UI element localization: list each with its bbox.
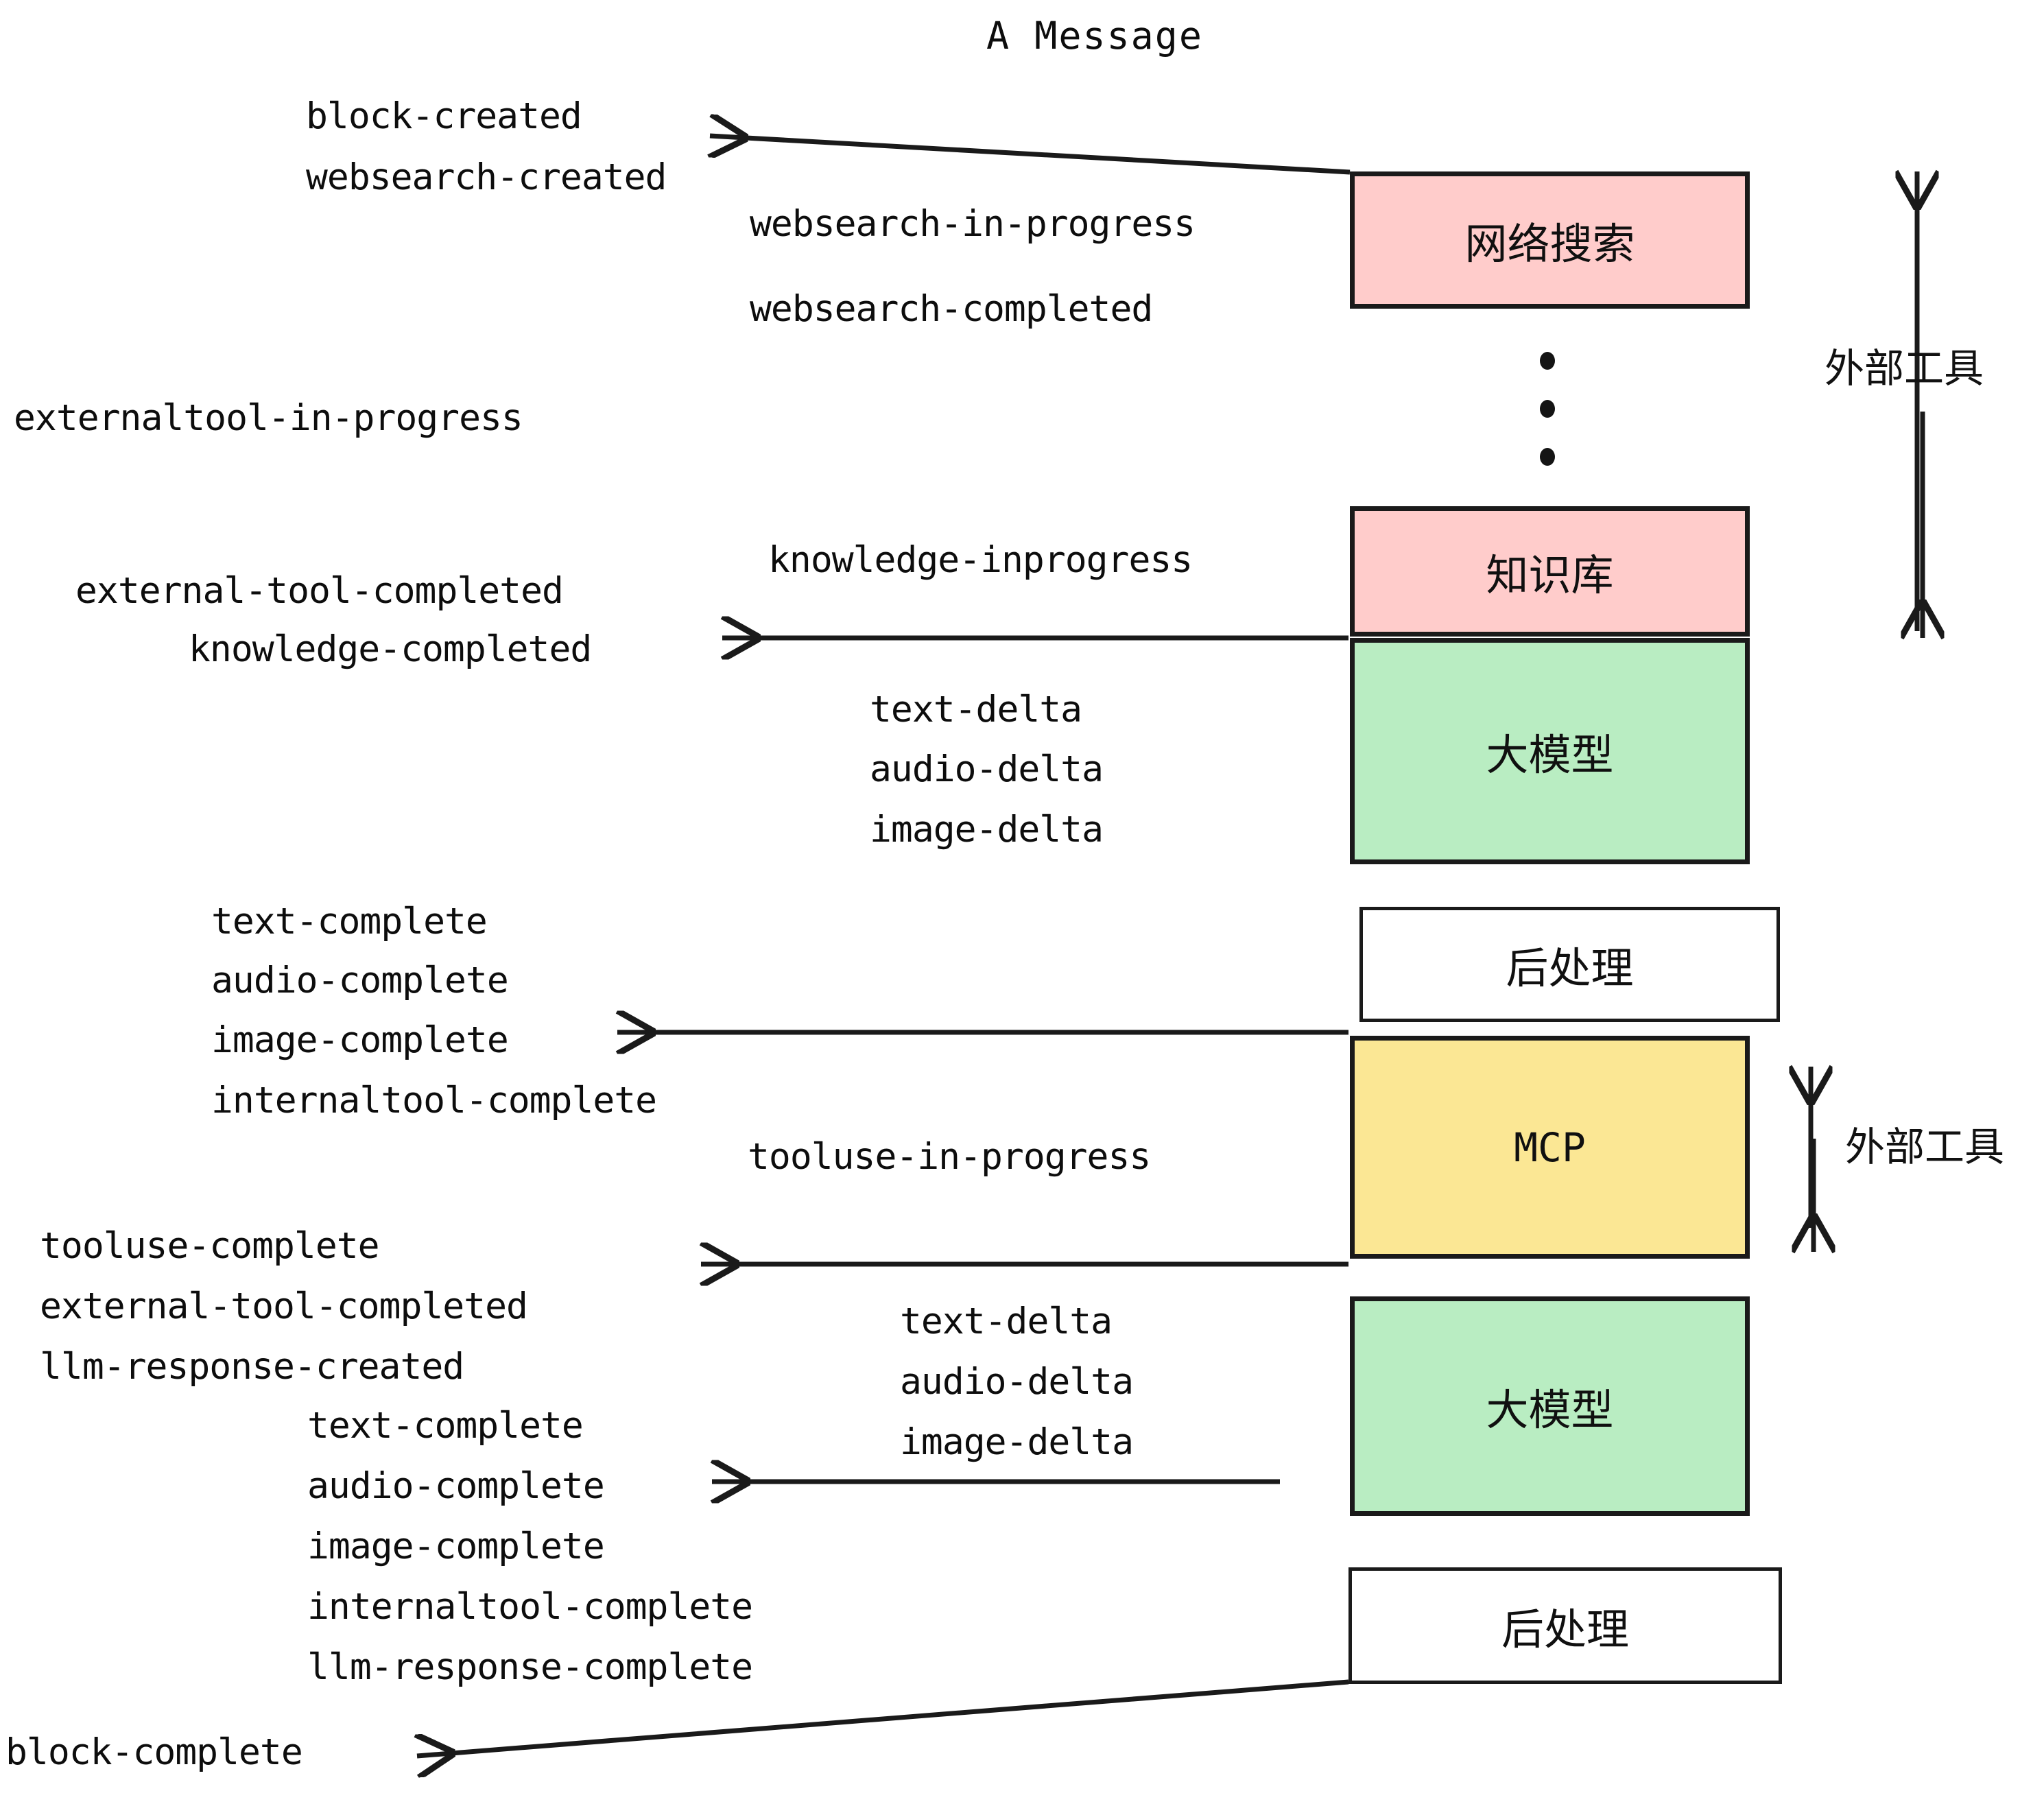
event-block-created: block-created — [306, 95, 582, 137]
event-websearch-completed: websearch-completed — [750, 288, 1153, 330]
arrow-websearch-to-created — [710, 136, 1351, 175]
event-audio-complete-1: audio-complete — [211, 960, 509, 1001]
event-image-complete-2: image-complete — [307, 1526, 605, 1567]
event-text-delta-1: text-delta — [870, 689, 1082, 731]
node-websearch[interactable]: 网络搜索 — [1350, 171, 1750, 309]
event-internaltool-complete-1: internaltool-complete — [211, 1080, 657, 1121]
node-knowledge[interactable]: 知识库 — [1350, 506, 1750, 637]
event-text-complete-1: text-complete — [211, 901, 488, 942]
event-external-tool-completed-2: external-tool-completed — [40, 1285, 528, 1327]
node-postprocess-1[interactable]: 后处理 — [1359, 907, 1780, 1022]
event-llm-response-complete: llm-response-complete — [307, 1646, 753, 1688]
side-label-external-tools-top: 外部工具 — [1825, 345, 1984, 392]
event-external-tool-completed-1: external-tool-completed — [75, 570, 564, 612]
node-postprocess-2[interactable]: 后处理 — [1348, 1567, 1782, 1684]
node-llm-1[interactable]: 大模型 — [1350, 638, 1750, 864]
event-audio-complete-2: audio-complete — [307, 1465, 605, 1507]
event-internaltool-complete-2: internaltool-complete — [307, 1586, 753, 1628]
node-llm-1-label: 大模型 — [1486, 730, 1614, 780]
event-knowledge-inprogress: knowledge-inprogress — [768, 539, 1193, 581]
event-image-delta-1: image-delta — [870, 809, 1104, 851]
event-llm-response-created: llm-response-created — [40, 1346, 464, 1388]
event-block-complete: block-complete — [5, 1731, 303, 1773]
event-audio-delta-1: audio-delta — [870, 748, 1104, 790]
event-tooluse-in-progress: tooluse-in-progress — [748, 1136, 1151, 1178]
node-postprocess-2-label: 后处理 — [1501, 1604, 1629, 1654]
arrow-postprocess2-to-block-complete — [417, 1679, 1349, 1756]
event-image-delta-2: image-delta — [900, 1421, 1134, 1463]
page-title: A Message — [986, 14, 1204, 58]
node-mcp[interactable]: MCP — [1350, 1036, 1750, 1259]
event-knowledge-completed: knowledge-completed — [189, 628, 592, 670]
event-audio-delta-2: audio-delta — [900, 1361, 1134, 1403]
ellipsis-dot-2 — [1540, 400, 1555, 418]
event-websearch-in-progress: websearch-in-progress — [750, 203, 1196, 245]
event-websearch-created: websearch-created — [306, 156, 667, 198]
event-tooluse-complete: tooluse-complete — [40, 1225, 380, 1267]
node-postprocess-1-label: 后处理 — [1506, 943, 1634, 993]
event-text-delta-2: text-delta — [900, 1301, 1113, 1342]
event-image-complete-1: image-complete — [211, 1019, 509, 1061]
side-label-external-tools-bottom: 外部工具 — [1845, 1124, 2005, 1170]
ellipsis-dot-1 — [1540, 352, 1555, 370]
node-llm-2-label: 大模型 — [1486, 1385, 1614, 1435]
node-websearch-label: 网络搜索 — [1464, 219, 1635, 269]
node-llm-2[interactable]: 大模型 — [1350, 1296, 1750, 1516]
event-externaltool-in-progress: externaltool-in-progress — [14, 397, 523, 439]
node-knowledge-label: 知识库 — [1486, 550, 1614, 600]
event-text-complete-2: text-complete — [307, 1405, 584, 1447]
node-mcp-label: MCP — [1514, 1124, 1586, 1171]
ellipsis-dot-3 — [1540, 448, 1555, 466]
